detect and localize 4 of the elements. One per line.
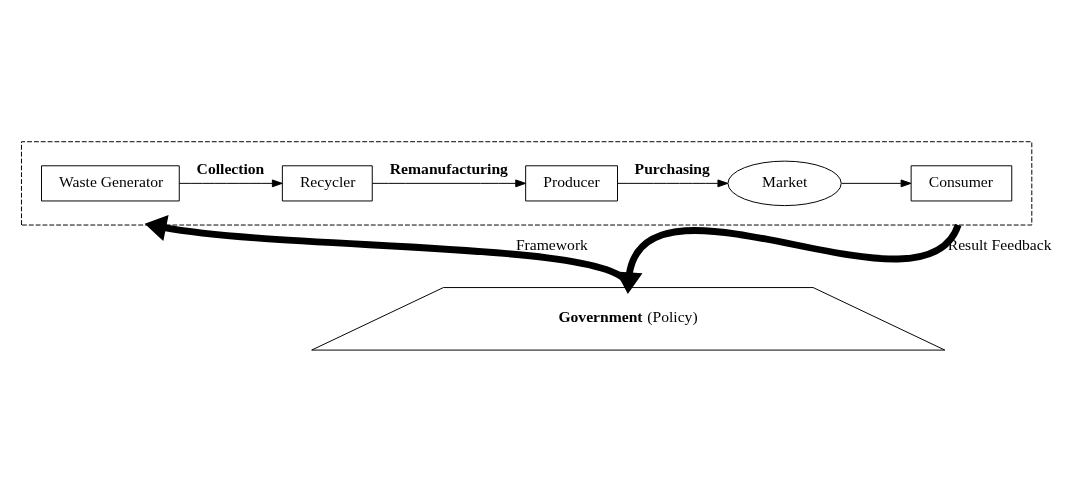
edge-label: Remanufacturing [389,159,508,177]
edge-label: Purchasing [634,159,710,177]
edge-label: Framework [515,235,588,253]
edge-label: Collection [196,159,265,177]
